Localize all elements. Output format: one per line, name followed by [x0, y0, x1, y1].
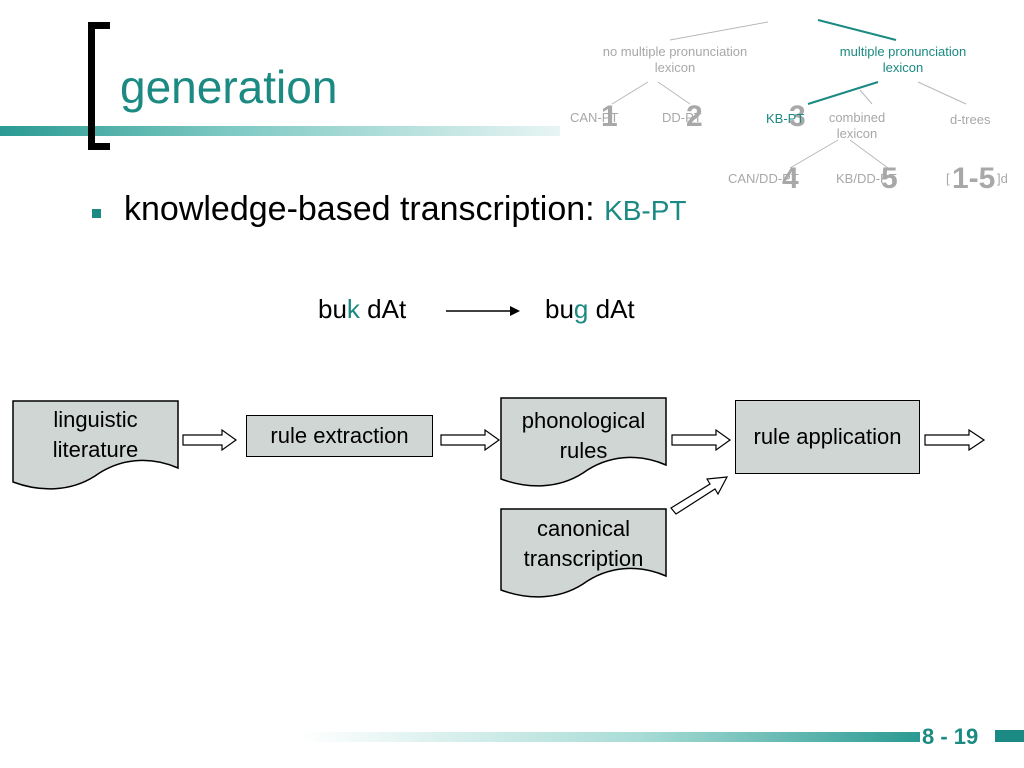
tree-num-1-5: 1-5: [952, 162, 996, 195]
slide-title: generation: [120, 61, 338, 113]
tree-kb-dd-label: KB/DD-PT: [836, 171, 897, 186]
tree-num-3: 3: [789, 100, 806, 133]
bullet-text: knowledge-based transcription: KB-PT: [124, 190, 687, 229]
phonological-rules-label: phonological rules: [521, 408, 646, 463]
example-output-pre: bu: [545, 294, 574, 324]
example-output-changed-char: g: [573, 294, 589, 324]
tree-can-dd-label: CAN/DD-PT: [728, 171, 799, 186]
tree-num-5: 5: [881, 162, 898, 195]
example-input: buk dAt: [318, 294, 406, 325]
arrow-rules-to-application: [671, 428, 732, 452]
bullet-marker: [92, 209, 101, 218]
canonical-transcription-label: canonical transcription: [523, 516, 644, 571]
example-input-post: dAt: [359, 294, 407, 324]
example-input-changed-char: k: [346, 294, 360, 324]
tree-can-pt-label: CAN-PT: [570, 110, 619, 125]
doc-linguistic-literature: [12, 400, 179, 490]
example-arrow-head: [510, 306, 520, 316]
tree-d-trees-label: d-trees: [950, 112, 991, 127]
arrow-extraction-to-rules: [440, 428, 501, 452]
rule-application-box: rule application: [735, 400, 920, 474]
tree-dd-pt-label: DD-PT: [662, 110, 702, 125]
linguistic-literature-label: linguistic literature: [52, 407, 139, 462]
doc-phonological-rules: [500, 397, 667, 487]
page-number: 8 - 19: [922, 724, 979, 749]
arrow-application-output: [924, 428, 986, 452]
tree-bracket-left: [: [946, 171, 950, 186]
title-bracket: [88, 22, 110, 150]
bullet-highlight: KB-PT: [604, 195, 687, 226]
tree-num-1: 1: [601, 100, 618, 133]
tree-bracket-right: ]d: [997, 171, 1008, 186]
arrow-canonical-to-application: [670, 476, 729, 515]
example-input-pre: bu: [318, 294, 347, 324]
arrow-lit-to-extraction: [182, 428, 238, 452]
title-underline-bar: [0, 126, 560, 136]
example-output: bug dAt: [545, 294, 635, 325]
tree-no-multiple-label: no multiple pronunciation lexicon: [602, 44, 748, 75]
tree-combined-label: combined lexicon: [828, 110, 886, 141]
footer-accent: [995, 730, 1024, 742]
tree-num-2: 2: [686, 100, 703, 133]
example-output-post: dAt: [588, 294, 635, 324]
footer-bar: [300, 732, 920, 742]
tree-num-4: 4: [782, 162, 799, 195]
bullet-main-text: knowledge-based transcription:: [124, 190, 605, 228]
doc-canonical-transcription: [500, 508, 667, 598]
tree-kb-pt-label: KB-PT: [766, 111, 805, 126]
tree-multiple-label: multiple pronunciation lexicon: [839, 44, 967, 75]
rule-extraction-box: rule extraction: [246, 415, 433, 457]
